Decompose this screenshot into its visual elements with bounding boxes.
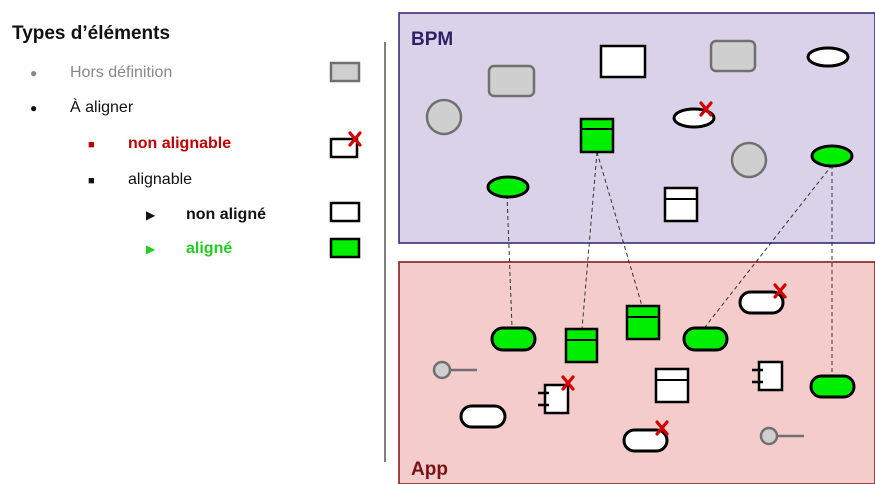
- gray-circle: [425, 98, 463, 136]
- legend-label: non alignable: [128, 135, 232, 152]
- legend-title: Types d’éléments: [12, 23, 171, 44]
- bullet-dot-icon: ●: [30, 66, 38, 80]
- legend-label: aligné: [186, 240, 233, 257]
- gray-rounded-rect: [487, 64, 536, 98]
- green-table-node: [579, 117, 615, 154]
- white-pill: [459, 404, 507, 429]
- gray-interface-icon: [432, 360, 477, 380]
- legend-swatch-non-alignable: [329, 131, 362, 159]
- legend-swatch-white-rect: [329, 201, 361, 223]
- legend-label: alignable: [128, 171, 193, 188]
- legend-swatch-gray-rect: [329, 61, 361, 83]
- legend-item-a-aligner: ● À aligner: [30, 98, 133, 118]
- non-alignable-pill: [622, 420, 669, 453]
- legend-item-hors-definition: ● Hors définition: [30, 63, 172, 83]
- bullet-square-icon: ■: [88, 175, 95, 187]
- green-table-node: [625, 304, 661, 341]
- legend-swatch-green-rect: [329, 237, 361, 259]
- alignment-link: [704, 164, 833, 328]
- green-table-node: [564, 327, 599, 364]
- legend-item-non-aligne: ▶ non aligné: [146, 205, 266, 225]
- gray-circle: [730, 141, 768, 179]
- green-pill: [490, 326, 537, 352]
- green-ellipse: [810, 144, 854, 168]
- bullet-dot-icon: ●: [30, 101, 38, 115]
- legend-label: non aligné: [186, 206, 266, 223]
- bullet-square-icon: ■: [88, 139, 95, 151]
- bullet-triangle-icon: ▶: [146, 208, 156, 222]
- bpm-panel-label: BPM: [411, 29, 453, 50]
- white-table-node: [654, 367, 690, 404]
- component-icon: [752, 360, 784, 392]
- legend-item-non-alignable: ■ non alignable: [88, 134, 231, 155]
- bullet-triangle-icon: ▶: [146, 242, 156, 256]
- legend-item-alignable: ■ alignable: [88, 170, 192, 191]
- gray-interface-icon: [759, 426, 804, 446]
- white-table-node: [663, 186, 699, 223]
- legend-item-aligne: ▶ aligné: [146, 239, 232, 259]
- non-alignable-ellipse: [672, 101, 716, 129]
- non-alignable-component-icon: [538, 375, 575, 415]
- app-panel-label: App: [411, 459, 448, 480]
- gray-rounded-rect: [709, 39, 757, 73]
- white-rect: [599, 44, 647, 79]
- white-ellipse: [806, 46, 850, 68]
- alignment-link: [581, 151, 598, 330]
- alignment-links: [506, 151, 833, 376]
- non-alignable-pill: [738, 283, 787, 315]
- green-pill: [682, 326, 729, 352]
- legend-label: À aligner: [70, 99, 134, 116]
- alignment-link: [506, 194, 513, 328]
- legend-label: Hors définition: [70, 64, 173, 81]
- alignment-link: [596, 151, 643, 307]
- green-pill: [809, 374, 856, 399]
- green-ellipse: [486, 175, 530, 199]
